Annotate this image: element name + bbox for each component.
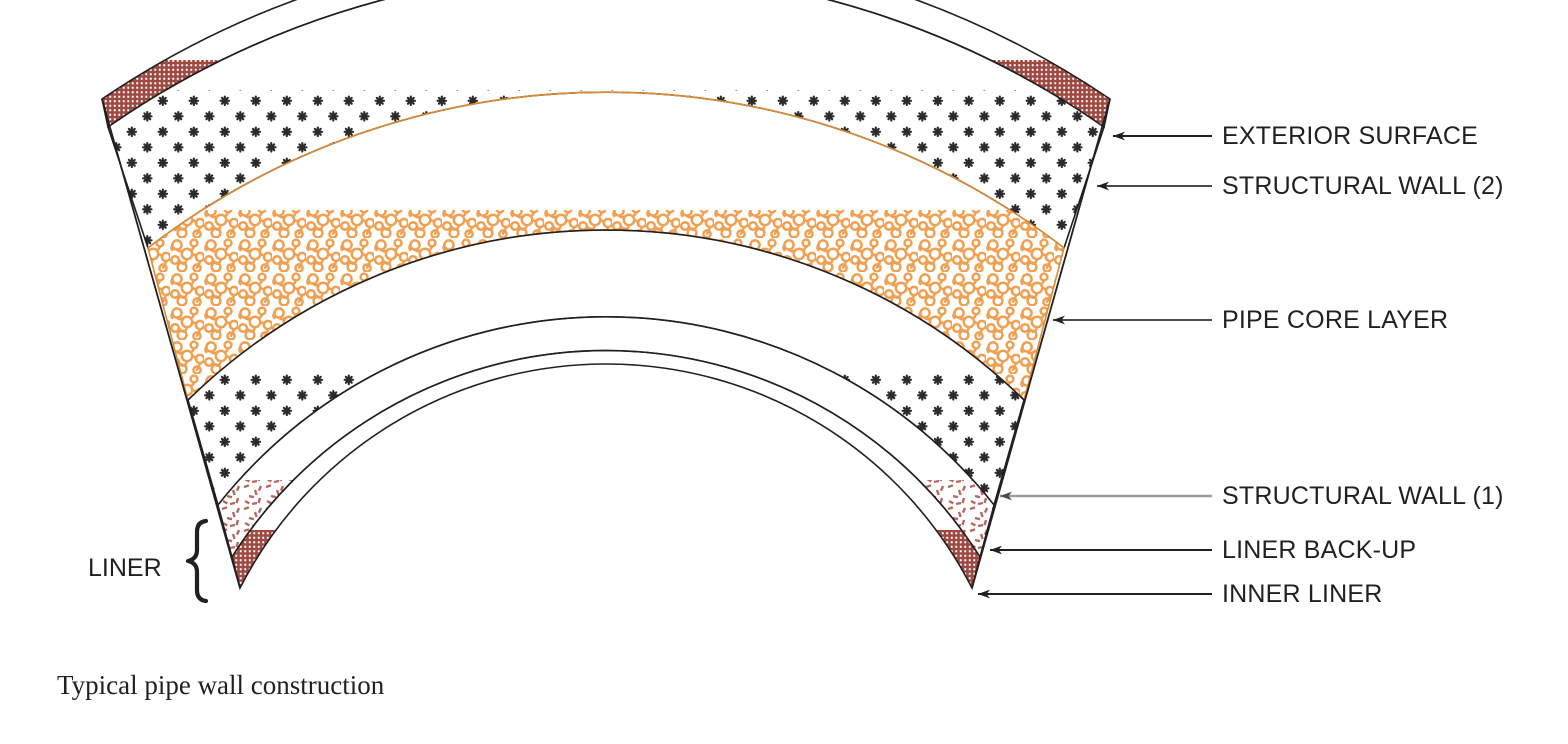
callout-label-pipe-core-layer: PIPE CORE LAYER	[1222, 306, 1449, 334]
callout-leaders	[978, 131, 1212, 599]
sector-left-edge	[101, 98, 241, 589]
callout-label-structural-wall-2: STRUCTURAL WALL (2)	[1222, 172, 1504, 200]
liner-group-label: LINER	[88, 554, 162, 582]
callout-label-inner-liner: INNER LINER	[1222, 580, 1383, 608]
curly-brace-icon	[185, 518, 209, 604]
liner-back-up-hatch	[218, 480, 994, 557]
callout-label-liner-back-up: LINER BACK-UP	[1222, 536, 1417, 564]
inner-liner-outline	[231, 349, 981, 591]
inner-liner-hatch	[232, 530, 980, 588]
sector-right-edge	[971, 98, 1111, 589]
layer-liner-back-up	[217, 316, 995, 559]
callout-label-exterior-surface: EXTERIOR SURFACE	[1222, 122, 1479, 150]
liner-group-bracket	[185, 518, 209, 604]
figure-caption: Typical pipe wall construction	[57, 670, 385, 700]
callout-label-structural-wall-1: STRUCTURAL WALL (1)	[1222, 482, 1504, 510]
liner-back-up-outline	[217, 316, 995, 559]
pipe-wall-layers	[101, 0, 1111, 591]
